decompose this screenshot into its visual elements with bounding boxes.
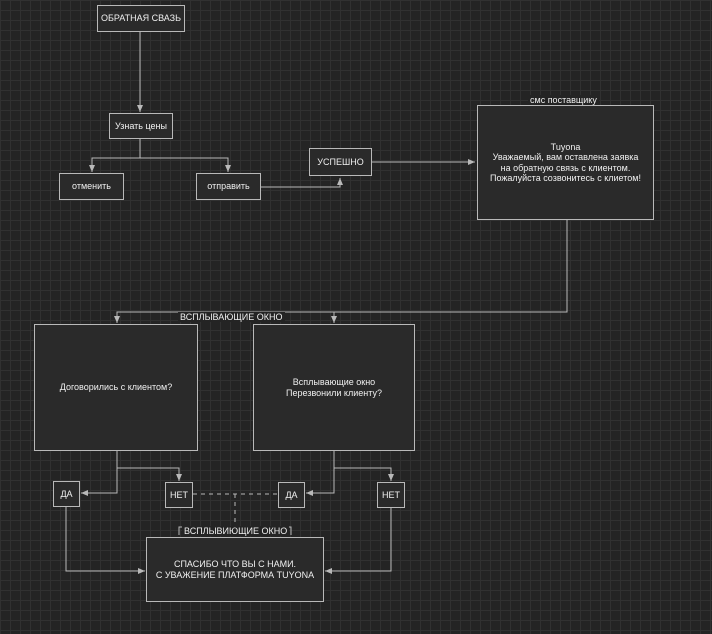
feedback-node: ОБРАТНАЯ СВАЗЬ: [97, 5, 185, 32]
edge-yesleft-thanks: [65, 507, 145, 574]
edge-sms-popups: [114, 220, 568, 323]
agreed-node: Договорились с клиентом?: [34, 324, 198, 451]
cancel-node: отменить: [59, 173, 124, 200]
sms-node: Tuyona Уважаемый, вам оставлена заявка н…: [477, 105, 654, 220]
popup-bottom-label: ВСПЛЫВИЮЩИЕ ОКНО: [182, 526, 290, 536]
edge-called-yes: [306, 451, 335, 496]
prices-node: Узнать цены: [109, 113, 173, 139]
success-node: УСПЕШНО: [309, 148, 372, 176]
edge-agreed-yes: [81, 451, 118, 496]
edge-prices-cancel: [89, 139, 141, 172]
send-node: отправить: [196, 173, 261, 200]
yes-left-node: ДА: [53, 481, 80, 507]
no-left-node: НЕТ: [165, 482, 193, 508]
edge-called-no: [334, 467, 394, 481]
called-node: Всплывающие окно Перезвонили клиенту?: [253, 324, 415, 451]
yes-right-node: ДА: [278, 482, 305, 508]
edge-send-success: [260, 178, 343, 188]
edge-agreed-no: [117, 467, 182, 481]
edge-noright-thanks: [325, 507, 392, 574]
edge-prices-send: [140, 157, 231, 172]
sms-text: Уважаемый, вам оставлена заявка на обрат…: [490, 152, 641, 183]
popup-top-label: ВСПЛЫВАЮЩИЕ ОКНО: [178, 312, 285, 322]
sms-title: Tuyona: [550, 141, 581, 152]
thanks-node: СПАСИБО ЧТО ВЫ С НАМИ. С УВАЖЕНИЕ ПЛАТФО…: [146, 537, 324, 602]
sms-supplier-label: смс поставщику: [528, 95, 599, 105]
no-right-node: НЕТ: [377, 482, 405, 508]
